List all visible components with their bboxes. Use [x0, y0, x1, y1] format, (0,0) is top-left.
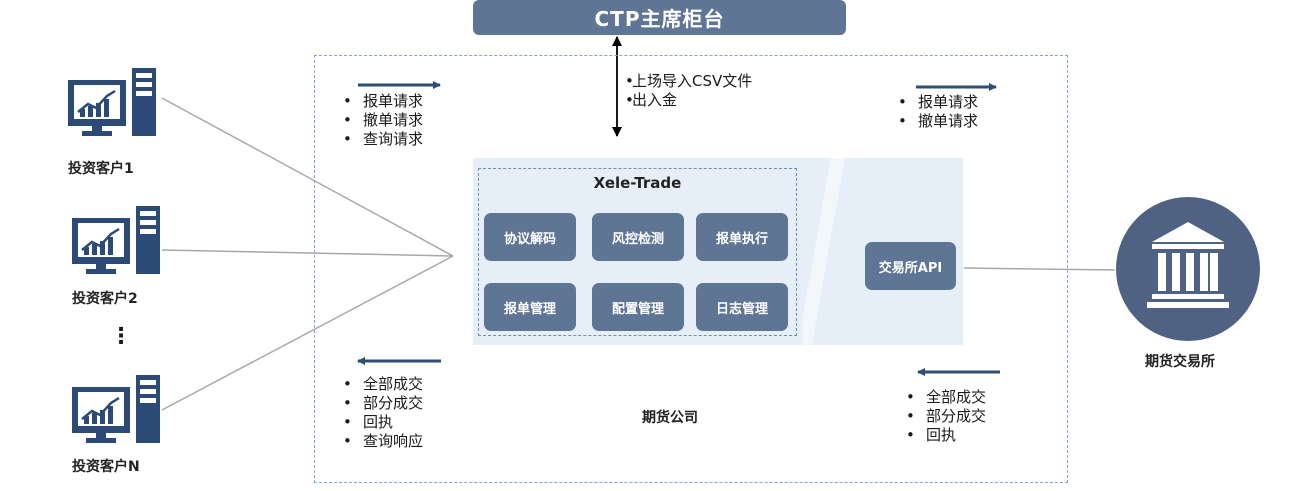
request-item: 报单请求 — [343, 92, 423, 111]
client-connector-lines — [161, 97, 454, 411]
api-exchange-connector — [963, 267, 1116, 271]
response-item: 回执 — [906, 426, 986, 445]
client-ellipsis: ⋮ — [110, 324, 132, 349]
request-list-right: 报单请求 撤单请求 — [898, 93, 978, 131]
module-config-management: 配置管理 — [592, 283, 684, 331]
response-item: 全部成交 — [906, 388, 986, 407]
module-label: 报单执行 — [715, 231, 768, 247]
futures-exchange-label: 期货交易所 — [1145, 354, 1215, 370]
response-list-right: 全部成交 部分成交 回执 — [906, 388, 986, 445]
ctp-title: CTP主席柜台 — [594, 7, 725, 31]
response-item: 回执 — [343, 413, 423, 432]
request-item: 撤单请求 — [343, 111, 423, 130]
module-label: 协议解码 — [503, 231, 556, 247]
exchange-api-label: 交易所API — [878, 260, 943, 276]
module-label: 配置管理 — [611, 301, 664, 317]
ctp-link-list: 上场导入CSV文件 出入金 — [625, 72, 752, 110]
response-item: 部分成交 — [906, 407, 986, 426]
client-label: 投资客户N — [72, 459, 140, 475]
client-label: 投资客户2 — [72, 291, 138, 307]
exchange-building-icon — [1115, 196, 1261, 342]
client-computer-icon — [72, 374, 166, 446]
futures-company-boundary — [314, 55, 1068, 483]
module-order-execution: 报单执行 — [696, 213, 788, 261]
response-item: 查询响应 — [343, 432, 423, 451]
client-label: 投资客户1 — [68, 161, 134, 177]
request-item: 查询请求 — [343, 130, 423, 149]
module-label: 日志管理 — [715, 301, 768, 317]
ctp-counter-box: CTP主席柜台 — [473, 0, 846, 35]
module-label: 报单管理 — [503, 301, 556, 317]
request-item: 撤单请求 — [898, 112, 978, 131]
exchange-api-box: 交易所API — [865, 242, 956, 290]
futures-company-label: 期货公司 — [642, 410, 698, 426]
module-log-management: 日志管理 — [696, 283, 788, 331]
module-protocol-decode: 协议解码 — [484, 213, 576, 261]
response-item: 全部成交 — [343, 375, 423, 394]
client-computer-icon — [72, 205, 166, 277]
module-label: 风控检测 — [611, 231, 664, 247]
module-order-management: 报单管理 — [484, 283, 576, 331]
xele-trade-box — [478, 168, 797, 336]
request-item: 报单请求 — [898, 93, 978, 112]
module-risk-check: 风控检测 — [592, 213, 684, 261]
client-computer-icon — [68, 67, 162, 139]
xele-trade-title: Xele-Trade — [593, 174, 682, 192]
ctp-link-item: 出入金 — [625, 91, 752, 110]
response-list-left: 全部成交 部分成交 回执 查询响应 — [343, 375, 423, 451]
ctp-link-item: 上场导入CSV文件 — [625, 72, 752, 91]
response-item: 部分成交 — [343, 394, 423, 413]
request-list-left: 报单请求 撤单请求 查询请求 — [343, 92, 423, 149]
